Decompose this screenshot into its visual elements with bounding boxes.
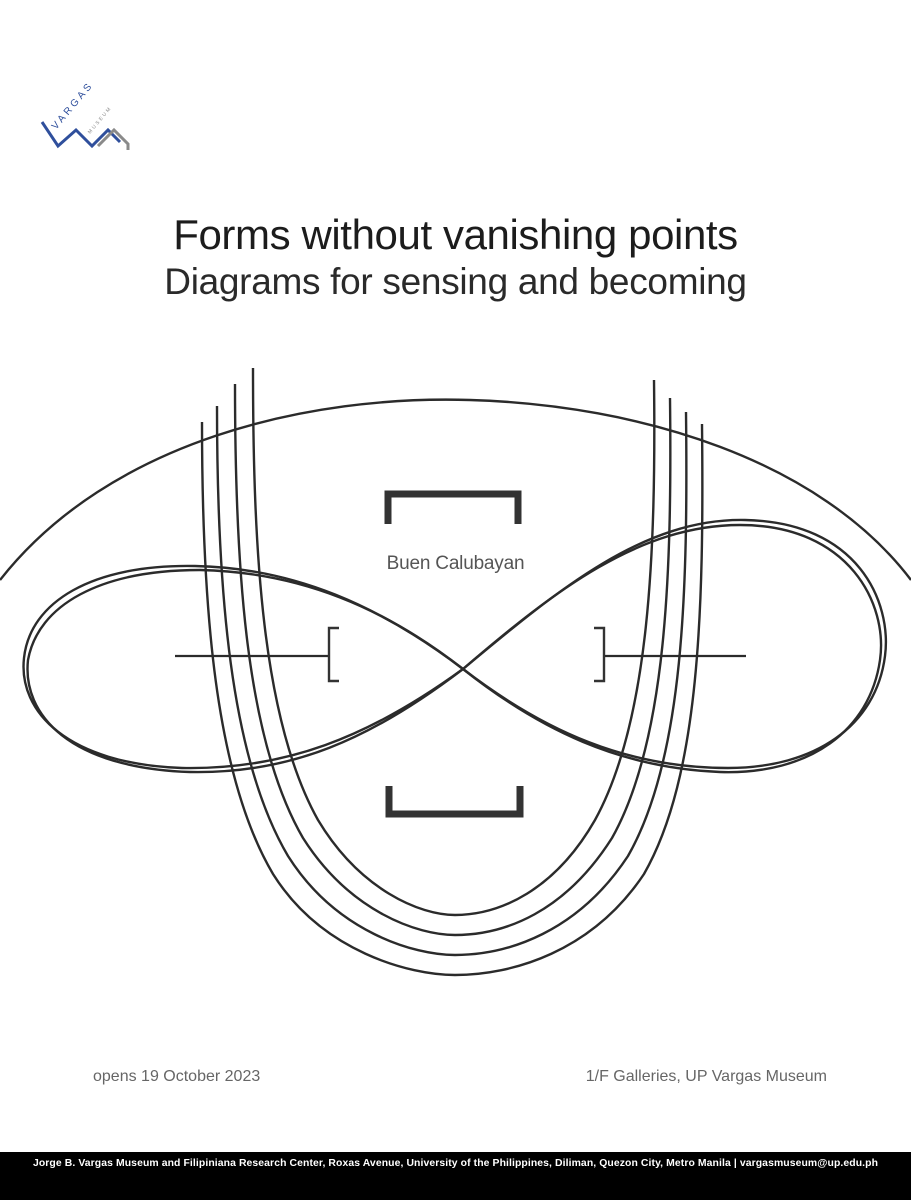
top-bracket	[384, 490, 522, 524]
title-block: Forms without vanishing points Diagrams …	[0, 210, 911, 304]
bottom-bracket	[385, 786, 524, 818]
venue: 1/F Galleries, UP Vargas Museum	[585, 1068, 827, 1085]
logo-wordmark: VARGAS	[50, 80, 96, 132]
infinity-loop-2	[22, 518, 888, 770]
u-curve-1	[251, 367, 656, 917]
exhibition-title: Forms without vanishing points	[173, 211, 738, 258]
opening-date: opens 19 October 2023	[93, 1068, 261, 1085]
u-curve-2	[233, 383, 672, 937]
u-curve-4	[200, 421, 704, 977]
vargas-logo-mark: VARGAS MUSEUM	[40, 80, 130, 150]
right-bracket	[594, 626, 606, 683]
infinity-diagram	[0, 367, 911, 977]
footer-address: Jorge B. Vargas Museum and Filipiniana R…	[32, 1158, 879, 1169]
large-arc	[0, 398, 911, 581]
left-bracket	[327, 626, 339, 683]
vargas-museum-logo: VARGAS MUSEUM	[36, 50, 146, 160]
artist-name: Buen Calubayan	[386, 553, 525, 574]
u-curve-3	[215, 405, 688, 957]
exhibition-subtitle: Diagrams for sensing and becoming	[164, 261, 747, 302]
footer-bar: Jorge B. Vargas Museum and Filipiniana R…	[0, 1152, 911, 1200]
